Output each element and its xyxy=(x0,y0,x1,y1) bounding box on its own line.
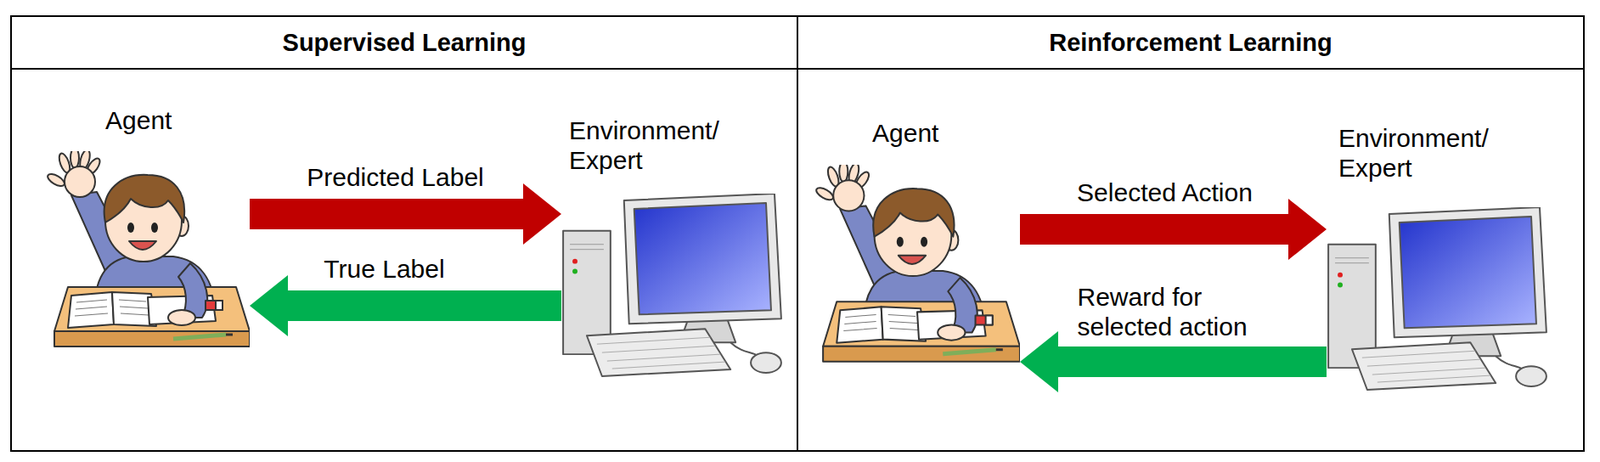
section-panel: Agent Environment/ Expert Supervised Learn… xyxy=(10,15,799,452)
figure-label: Environment/ Expert xyxy=(1338,123,1489,183)
computer-illustration xyxy=(561,193,786,378)
environment-figure: Environment/ Expert xyxy=(1326,123,1551,393)
block-arrow xyxy=(1019,198,1327,260)
student-illustration xyxy=(814,164,1020,379)
block-arrow xyxy=(249,275,562,337)
environment-figure: Environment/ Expert xyxy=(561,116,787,380)
figure-label: Agent xyxy=(105,106,172,136)
edge-label-holder: Reward for selected action xyxy=(1074,282,1299,342)
section-panel: Agent Environment/ Expert Reinforcement Le… xyxy=(798,15,1585,452)
student-illustration xyxy=(45,151,250,364)
edge-label-holder: Predicted Label xyxy=(303,163,487,193)
figure-label: Environment/ Expert xyxy=(569,116,720,175)
student-figure xyxy=(814,164,1020,362)
block-arrow xyxy=(249,183,562,245)
computer-illustration xyxy=(1326,207,1551,392)
edge-label: True Label xyxy=(320,254,448,285)
figure-label: Agent xyxy=(872,118,939,149)
edge-label-holder: True Label xyxy=(320,254,448,285)
agent-figure: Agent xyxy=(814,118,1020,381)
student-figure xyxy=(45,151,250,347)
edge-label-holder: Selected Action xyxy=(1073,178,1257,209)
edge-label: Predicted Label xyxy=(303,163,487,193)
section-title: Reinforcement Learning xyxy=(798,16,1584,70)
computer-figure xyxy=(1328,207,1547,390)
section-title: Supervised Learning xyxy=(11,16,797,70)
edge-label: Selected Action xyxy=(1073,178,1257,209)
agent-figure: Agent xyxy=(45,106,250,366)
computer-figure xyxy=(563,193,782,377)
edge-label: Reward for selected action xyxy=(1074,282,1299,342)
